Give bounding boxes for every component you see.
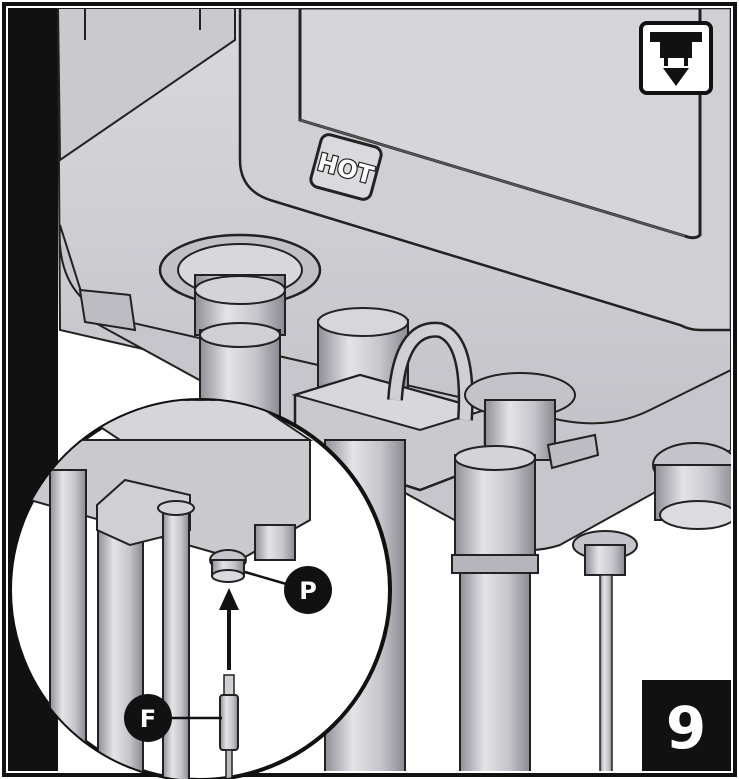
drain-down-arrow-icon bbox=[639, 21, 713, 95]
callout-p-label: P bbox=[299, 577, 317, 605]
callout-f: F bbox=[124, 694, 172, 742]
display-panel bbox=[298, 8, 702, 240]
drain-fitting bbox=[572, 530, 638, 771]
mounting-bracket bbox=[78, 288, 137, 332]
hot-label: HOT bbox=[309, 133, 383, 201]
callout-f-label: F bbox=[140, 705, 156, 733]
cable-gland bbox=[652, 442, 731, 530]
callout-p: P bbox=[284, 566, 332, 614]
step-number-text: 9 bbox=[666, 694, 706, 762]
hot-outlet-fitting bbox=[158, 233, 322, 441]
step-number-badge: 9 bbox=[642, 680, 731, 771]
cold-inlet-fitting bbox=[451, 372, 576, 771]
detail-inset bbox=[8, 398, 392, 779]
